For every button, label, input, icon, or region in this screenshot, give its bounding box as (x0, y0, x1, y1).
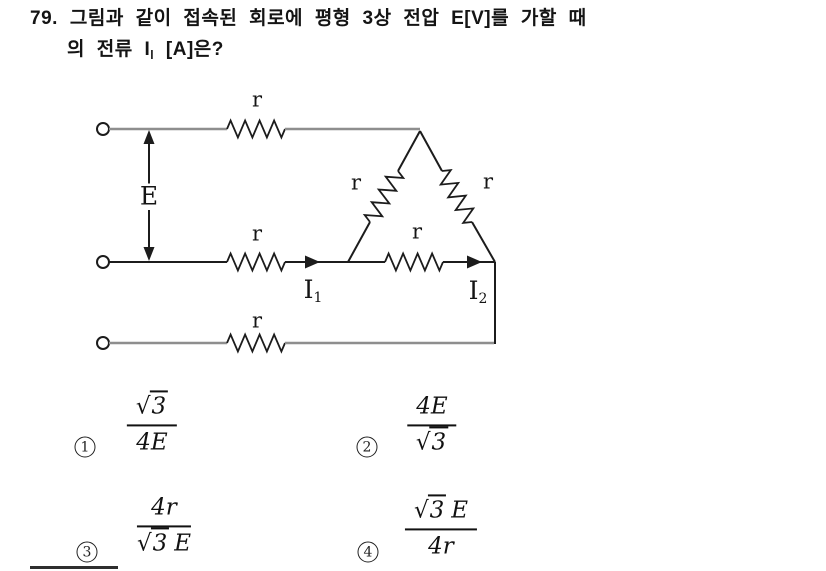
resistor-delta-left-label: r (350, 170, 362, 195)
delta-left-lead-lower (347, 221, 371, 263)
resistor-bottom-zigzag (226, 332, 286, 354)
choice-2-number[interactable]: 2 (356, 436, 378, 458)
resistor-middle-zigzag (226, 251, 286, 273)
current2-label: I2 (468, 276, 488, 307)
choice-1-number[interactable]: 1 (74, 436, 96, 458)
current2-arrowhead-icon (467, 255, 482, 269)
resistor-top-label: r (251, 87, 263, 112)
delta-right-lead-upper (419, 130, 443, 172)
choice-4-number[interactable]: 4 (357, 541, 379, 563)
source-arrowhead-down-icon (143, 247, 155, 261)
question-line-2: 의 전류 Il [A]은? (67, 38, 224, 67)
question-text-suffix: [A]은? (154, 39, 224, 60)
delta-right-lead-lower (471, 221, 496, 263)
choice-2-fraction: 4E √3 (407, 391, 457, 456)
source-label: E (136, 183, 162, 209)
question-text-prefix: 의 전류 I (67, 39, 151, 60)
resistor-delta-bottom-zigzag (384, 251, 444, 273)
resistor-bottom-label: r (251, 308, 263, 333)
question-number: 79. (30, 8, 58, 29)
resistor-top-zigzag (226, 118, 286, 140)
resistor-middle-label: r (251, 221, 263, 246)
resistor-delta-right-label: r (482, 169, 494, 194)
resistor-delta-bottom-label: r (411, 219, 423, 244)
delta-left-lead-upper (397, 130, 421, 172)
terminal-top-icon (96, 122, 110, 136)
current-subscript: l (150, 48, 155, 62)
source-arrowhead-up-icon (143, 130, 155, 144)
question-text: 그림과 같이 접속된 회로에 평형 3상 전압 E[V]를 가할 때 (69, 8, 587, 29)
resistor-delta-right-zigzag (438, 169, 476, 224)
question-line-1: 79. 그림과 같이 접속된 회로에 평형 3상 전압 E[V]를 가할 때 (30, 7, 587, 31)
current1-arrowhead-icon (305, 255, 320, 269)
current1-label: I1 (303, 275, 323, 306)
choice-3-number[interactable]: 3 (76, 541, 98, 563)
scan-artifact-line (30, 566, 118, 569)
terminal-bottom-icon (96, 336, 110, 350)
choice-1-fraction: √3 4E (126, 390, 178, 456)
terminal-middle-icon (96, 255, 110, 269)
resistor-delta-left-zigzag (362, 170, 406, 223)
